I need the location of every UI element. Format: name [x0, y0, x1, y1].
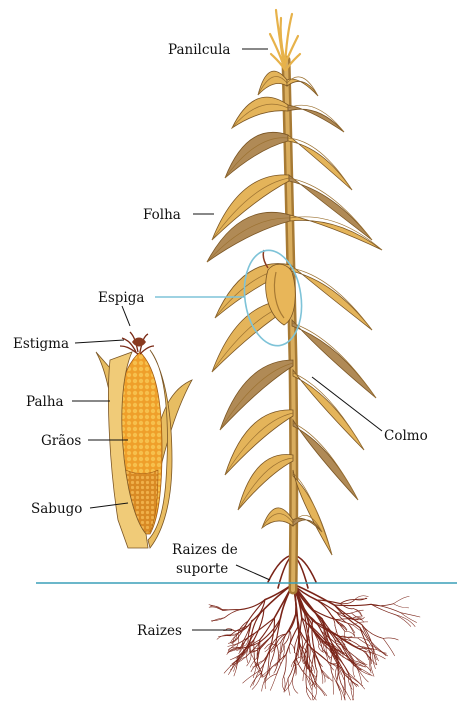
leaf [207, 212, 290, 262]
root [292, 678, 297, 693]
root [355, 666, 370, 675]
estigma-leader [75, 340, 124, 343]
root [280, 642, 281, 651]
tassel [270, 10, 300, 70]
leaf [292, 320, 376, 398]
root [313, 684, 316, 701]
root [225, 610, 241, 618]
root [224, 660, 238, 674]
label-raizes-suporte-2: suporte [176, 561, 228, 577]
leaf [288, 105, 344, 132]
label-folha: Folha [143, 207, 181, 223]
root [290, 643, 294, 650]
root [331, 614, 335, 626]
root [345, 673, 358, 685]
root [341, 684, 351, 701]
root [358, 638, 371, 646]
label-espiga: Espiga [98, 290, 144, 306]
roots-illustration [209, 555, 420, 700]
leaf [289, 175, 372, 240]
label-graos: Grãos [41, 433, 81, 449]
root [333, 676, 334, 695]
leaf [225, 132, 288, 178]
root [261, 638, 270, 649]
label-colmo: Colmo [384, 428, 428, 444]
root [354, 609, 362, 616]
root [355, 599, 367, 600]
label-palha: Palha [26, 394, 64, 410]
root [354, 609, 362, 616]
label-panicula: Panilcula [168, 42, 230, 58]
root [394, 596, 410, 603]
root [286, 613, 296, 634]
leaf [290, 215, 382, 250]
root [334, 604, 371, 605]
root [344, 674, 345, 692]
leaf [238, 454, 293, 510]
root [327, 661, 334, 670]
root [247, 651, 248, 663]
raizes-suporte-leader [236, 565, 270, 580]
root [383, 638, 398, 640]
label-estigma: Estigma [13, 336, 69, 352]
leaf [232, 97, 288, 128]
leaf [291, 265, 372, 330]
root [317, 684, 327, 696]
label-raizes: Raizes [137, 623, 182, 639]
root [373, 644, 386, 653]
leaf [293, 370, 364, 450]
root [288, 656, 296, 678]
root [306, 687, 311, 700]
label-raizes-suporte-1: Raizes de [172, 542, 238, 558]
espiga-ear-leader [122, 306, 130, 326]
root [212, 618, 225, 622]
leaf-vein [290, 217, 382, 250]
leaf [293, 470, 332, 555]
root [312, 683, 313, 700]
label-sabugo: Sabugo [31, 501, 82, 517]
root [394, 604, 409, 608]
root [362, 625, 373, 644]
root [340, 604, 353, 609]
